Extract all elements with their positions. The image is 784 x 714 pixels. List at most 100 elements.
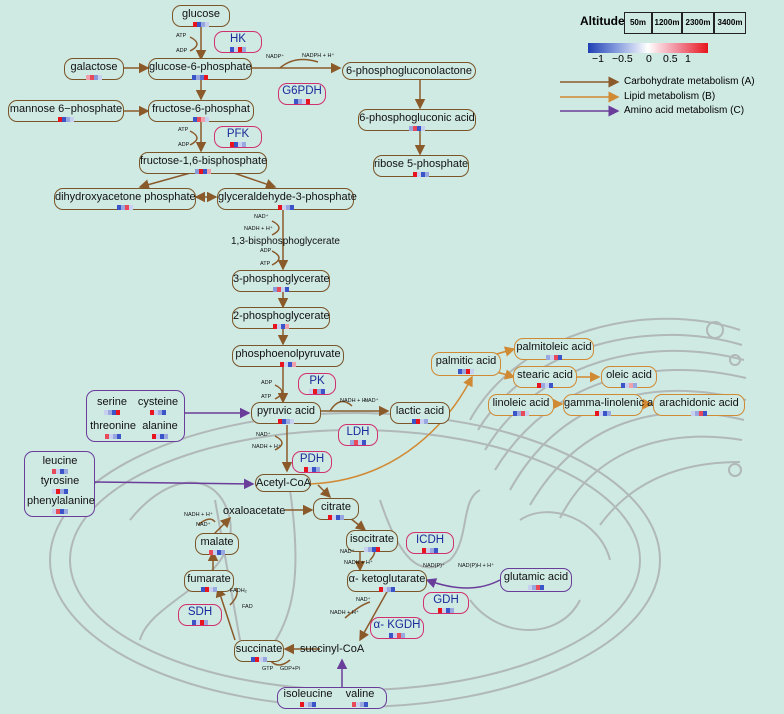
node-arachidonic-acid: arachidonic acid (653, 394, 745, 416)
heatmap-cell (113, 434, 117, 439)
heatmap-cell (193, 117, 197, 122)
heatmap-cell (217, 550, 221, 555)
heatmap-cell (413, 172, 417, 177)
heatmap-cell (285, 205, 290, 210)
cofactor-label: NAD(P)⁺ (423, 563, 445, 569)
heatmap-cell (425, 172, 429, 177)
heatmap-cell (409, 126, 413, 131)
heatmap-cell (356, 702, 360, 707)
node-glutamic-acid: glutamic acid (500, 568, 572, 592)
heatmap-cell (205, 587, 209, 592)
heatmap-cell (273, 324, 277, 329)
heatmap-cell (60, 469, 64, 474)
node-2-phosphoglycerate: 2-phosphoglycerate (232, 307, 330, 329)
heatmap-cell (304, 467, 308, 472)
amino-isoleucine: isoleucine (281, 688, 335, 707)
node-6-phosphogluconolactone: 6-phosphogluconolactone (342, 62, 476, 80)
color-scale-bar (588, 43, 708, 53)
altitude-2300m: 2300m (682, 12, 714, 34)
heatmap-cell (304, 702, 308, 707)
altitude-1200m: 1200m (652, 12, 682, 34)
cofactor-label: ATP (178, 127, 189, 133)
heatmap-cell (213, 550, 217, 555)
heatmap-cell (546, 355, 550, 360)
heatmap-cell (703, 411, 707, 416)
enzyme-g6pdh: G6PDH (278, 83, 326, 105)
amino-threonine: threonine (89, 420, 137, 439)
heatmap-cell (376, 547, 380, 552)
heatmap-cell (417, 126, 421, 131)
heatmap-cell (521, 411, 525, 416)
cofactor-label: GDP+Pi (280, 666, 301, 672)
heatmap-cell (117, 205, 121, 210)
heatmap-cell (94, 75, 98, 80)
scale-tick: −1 (592, 53, 604, 65)
heatmap-cell (458, 369, 462, 374)
node-succinate: succinate (234, 640, 284, 662)
heatmap-cell (200, 75, 204, 80)
heatmap-cell (109, 434, 113, 439)
amino-phenylalanine: phenylalanine (27, 495, 95, 514)
heatmap-cell (238, 142, 242, 147)
heatmap-cell (213, 587, 217, 592)
enzyme-icdh: ICDH (406, 532, 454, 554)
heatmap-cell (633, 383, 637, 388)
heatmap-cell (277, 287, 281, 292)
heatmap-cell (60, 489, 64, 494)
amino-acid-arrows (94, 407, 501, 687)
cofactor-label: NADH + H⁺ (344, 560, 373, 566)
cofactor-label: ADP (261, 380, 273, 386)
scale-tick: −0.5 (612, 53, 633, 65)
heatmap-cell (446, 608, 450, 613)
heatmap-cell (280, 362, 284, 367)
heatmap-cell (64, 469, 68, 474)
cofactor-label: ATP (261, 394, 272, 400)
heatmap-cell (413, 126, 417, 131)
heatmap-cell (196, 620, 200, 625)
enzyme-pdh: PDH (292, 451, 332, 473)
heatmap-cell (209, 587, 213, 592)
enzyme-ldh: LDH (338, 424, 378, 446)
node-glyceraldehyde-3-phosphate: glyceraldehyde-3-phosphate (217, 188, 357, 210)
heatmap-cell (391, 587, 395, 592)
enzyme-hk: HK (214, 31, 262, 53)
heatmap-cell (242, 47, 246, 52)
node-6-phosphogluconic-acid: 6-phosphogluconic acid (358, 109, 476, 131)
heatmap-cell (545, 383, 549, 388)
heatmap-cell (201, 117, 205, 122)
heatmap-cell (277, 324, 281, 329)
scale-tick: 1 (685, 53, 691, 65)
heatmap-cell (62, 117, 66, 122)
heatmap-cell (558, 355, 562, 360)
heatmap-cell (64, 489, 68, 494)
heatmap-cell (621, 383, 625, 388)
heatmap-cell (200, 620, 204, 625)
heatmap-cell (387, 587, 391, 592)
heatmap-cell (312, 702, 316, 707)
heatmap-cell (201, 587, 205, 592)
heatmap-cell (259, 657, 263, 662)
heatmap-cell (316, 467, 320, 472)
heatmap-cell (255, 657, 259, 662)
enzyme-alpha-kgdh: α- KGDH (370, 617, 424, 639)
heatmap-cell (379, 587, 383, 592)
node-stearic-acid: stearic acid (513, 366, 577, 388)
cofactor-label: NADPH + H⁺ (302, 53, 335, 59)
heatmap-cell (317, 389, 321, 394)
enzyme-pk: PK (298, 373, 336, 395)
heatmap-cell (450, 608, 454, 613)
heatmap-cell (308, 467, 312, 472)
heatmap-cell (699, 411, 703, 416)
heatmap-cell (416, 419, 420, 424)
cofactor-label: NAD⁺ (256, 432, 271, 438)
heatmap-cell (438, 608, 442, 613)
heatmap-cell (207, 169, 211, 174)
heatmap-cell (289, 205, 294, 210)
heatmap-cell (205, 22, 209, 27)
node-isocitrate: isocitrate (346, 530, 398, 552)
heatmap-cell (549, 383, 553, 388)
node-fructose-6-phosphate: fructose-6-phosphat (148, 100, 254, 122)
heatmap-cell (52, 469, 56, 474)
legend-arrows (560, 76, 620, 117)
